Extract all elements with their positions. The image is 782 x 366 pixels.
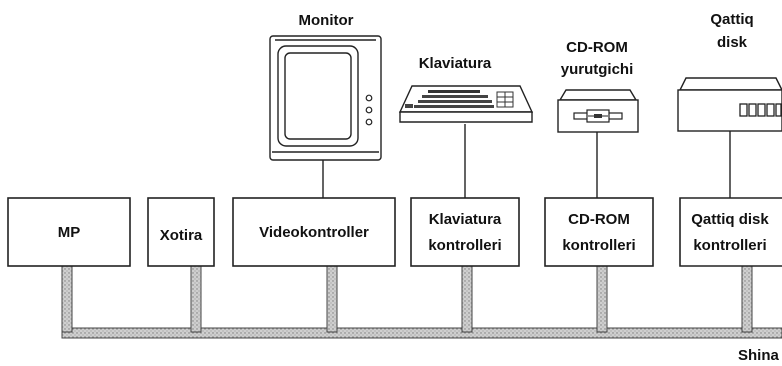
block-mp: MP	[7, 197, 131, 267]
monitor-label: Monitor	[299, 12, 354, 29]
block-xotira: Xotira	[147, 197, 215, 267]
system-bus	[61, 265, 782, 339]
block-cdrom-kontroller-label-1: CD-ROM	[568, 211, 630, 228]
block-videokontroller: Videokontroller	[232, 197, 396, 267]
keyboard-icon	[398, 85, 534, 123]
disk-label-2: disk	[717, 34, 748, 51]
block-xotira-label: Xotira	[160, 227, 203, 244]
block-klaviatura-kontroller-label-1: Klaviatura	[429, 211, 502, 228]
cdrom-label-2: yurutgichi	[561, 61, 634, 78]
block-qattiq-disk-kontroller: Qattiq disk kontrolleri	[679, 197, 782, 267]
klaviatura-label: Klaviatura	[419, 55, 492, 72]
block-cdrom-kontroller: CD-ROM kontrolleri	[544, 197, 654, 267]
block-qattiq-disk-kontroller-label-2: kontrolleri	[693, 237, 766, 254]
hard-disk-icon	[677, 77, 782, 132]
block-klaviatura-kontroller: Klaviatura kontrolleri	[410, 197, 520, 267]
disk-label-1: Qattiq	[710, 11, 753, 28]
block-cdrom-kontroller-label-2: kontrolleri	[562, 237, 635, 254]
block-mp-label: MP	[58, 224, 81, 241]
monitor-icon	[269, 35, 382, 161]
block-videokontroller-label: Videokontroller	[259, 224, 369, 241]
bus-label: Shina	[738, 347, 779, 364]
block-klaviatura-kontroller-label-2: kontrolleri	[428, 237, 501, 254]
cdrom-label-1: CD-ROM	[566, 39, 628, 56]
cdrom-drive-icon	[557, 89, 639, 133]
block-qattiq-disk-kontroller-label-1: Qattiq disk	[691, 211, 769, 228]
